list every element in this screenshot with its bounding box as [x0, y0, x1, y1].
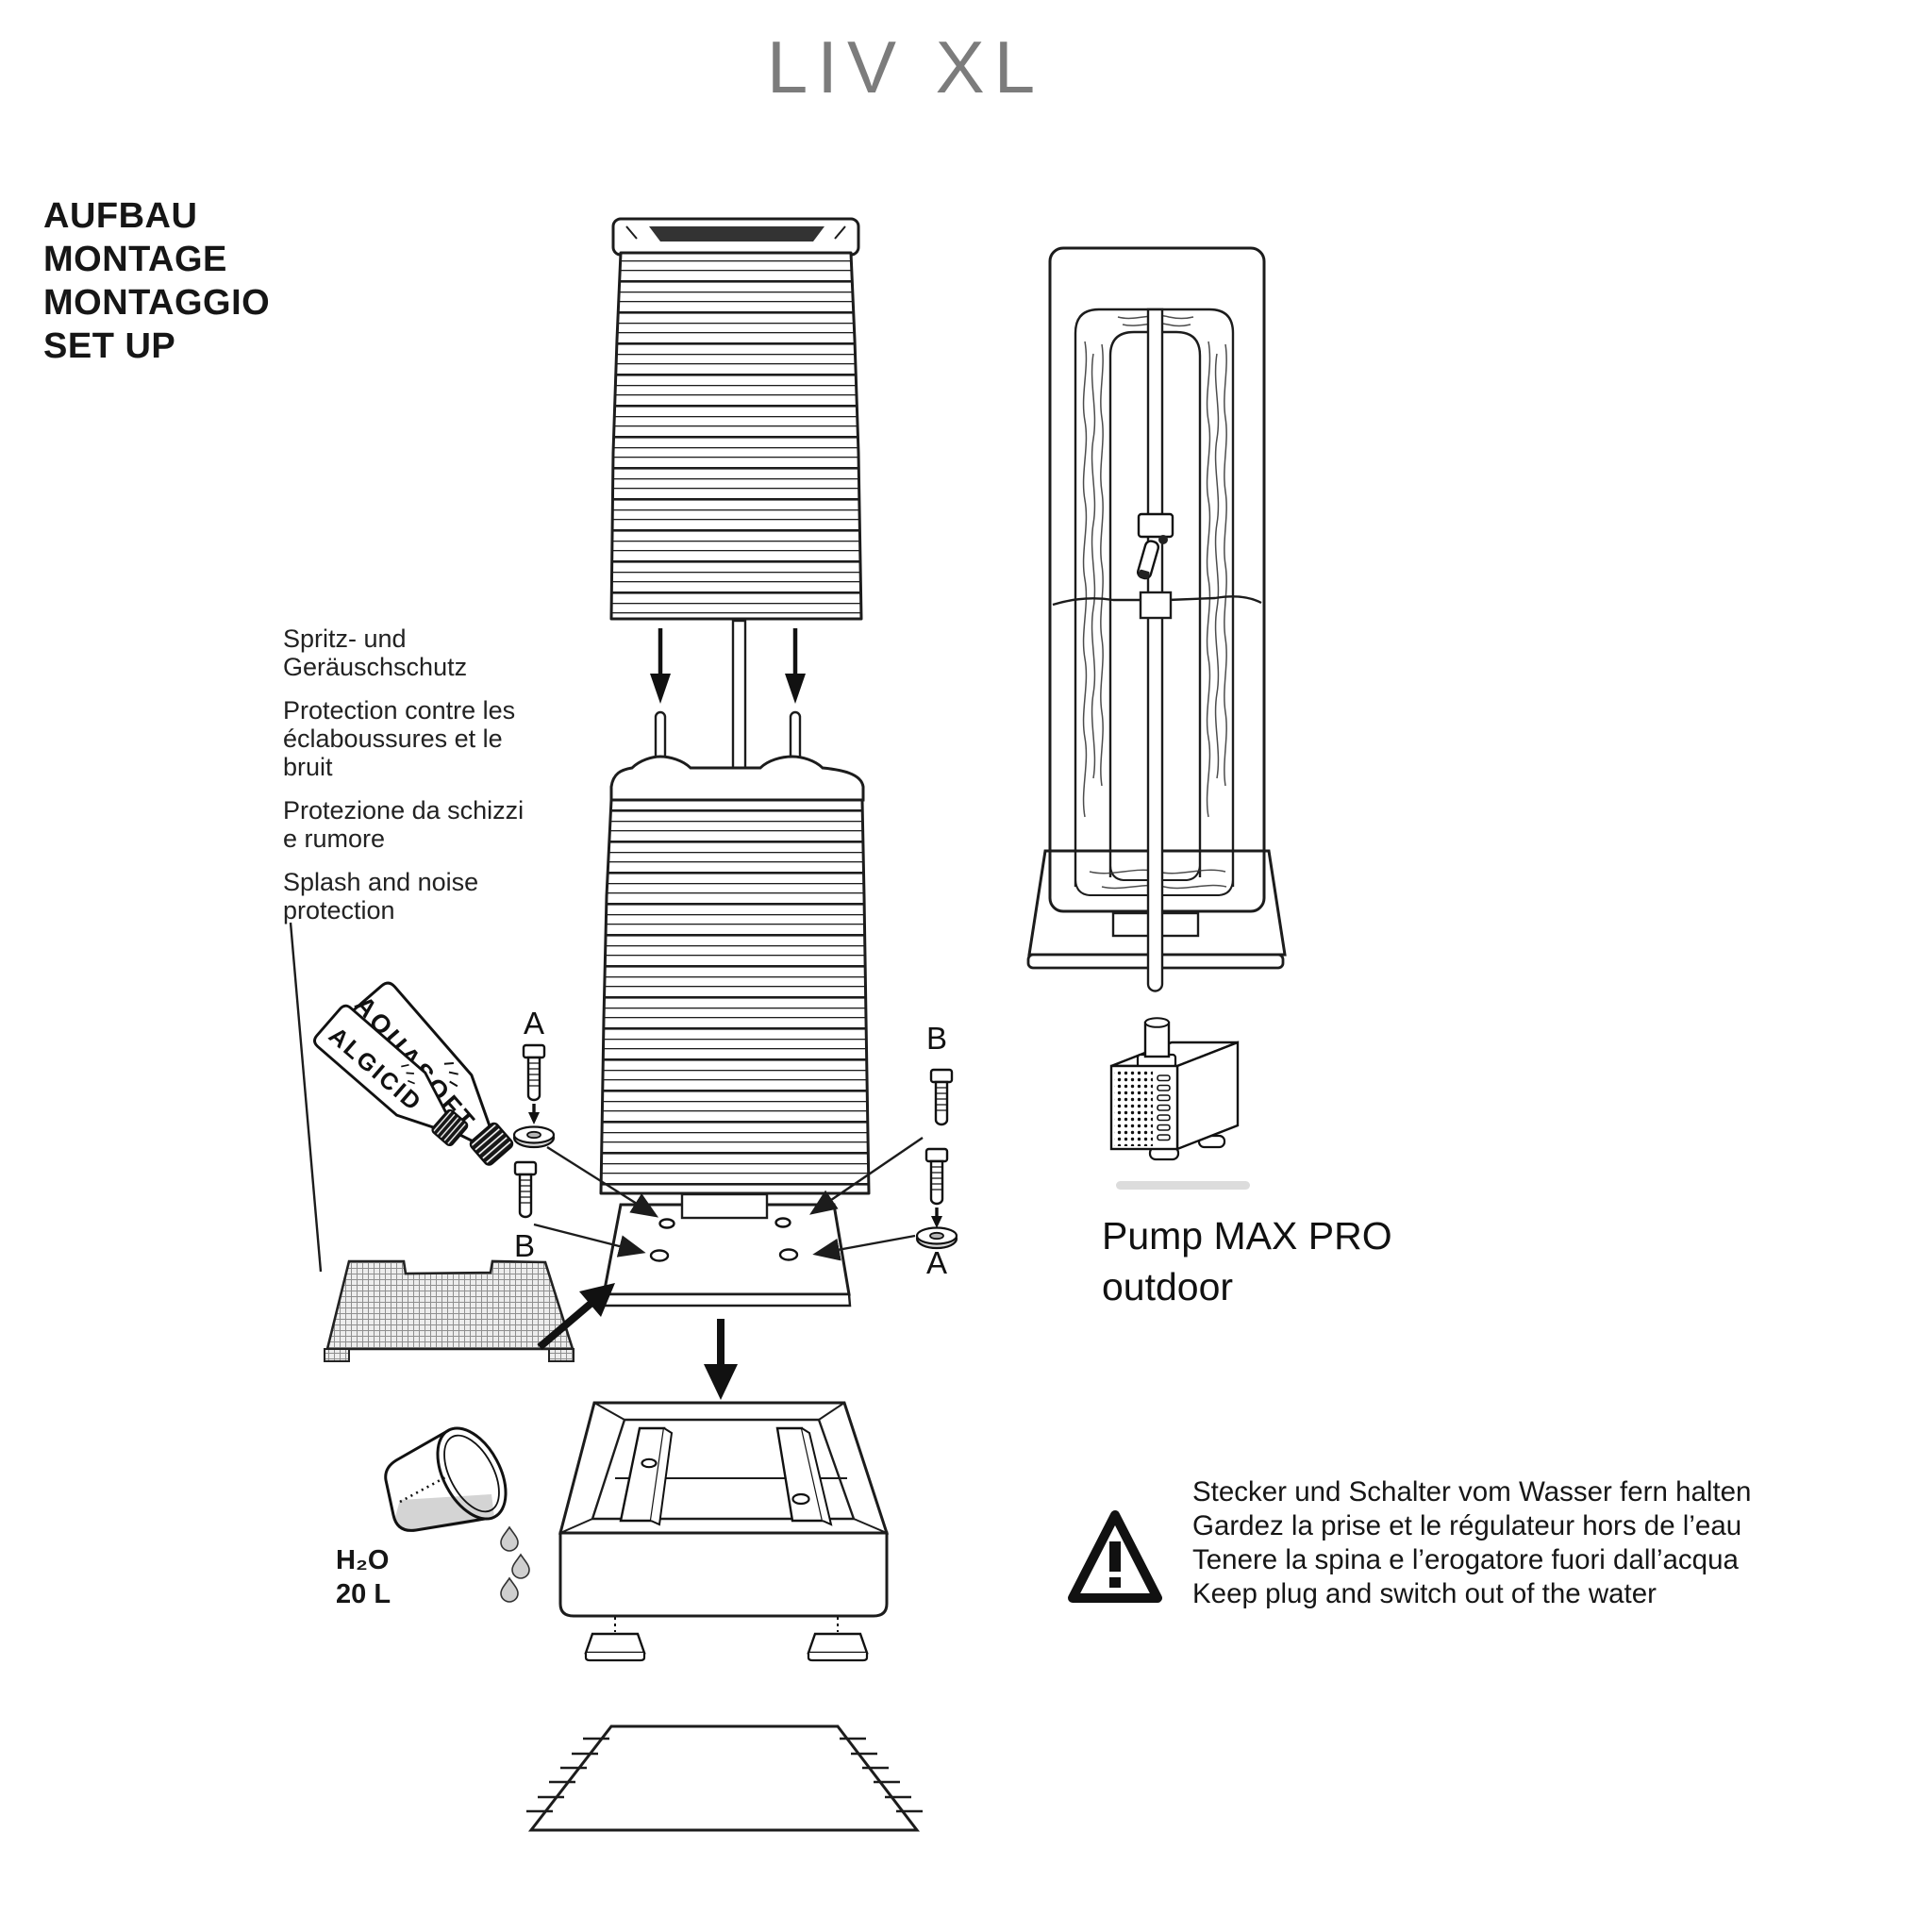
basin-foot-right	[807, 1632, 869, 1662]
heading-it: MONTAGGIO	[43, 283, 271, 323]
warning-triangle-icon	[1068, 1510, 1162, 1603]
pump-shadow	[1116, 1181, 1250, 1190]
washer-a-left	[512, 1125, 556, 1149]
water-volume: 20 L	[336, 1579, 391, 1609]
tower-lower-rim	[609, 755, 865, 802]
flow-valve	[1137, 512, 1174, 580]
warning-text: Stecker und Schalter vom Wasser fern hal…	[1192, 1475, 1751, 1611]
splash-marks	[443, 1061, 458, 1088]
heading-de: AUFBAU	[43, 196, 198, 236]
pump-outlet-opening	[1144, 1017, 1170, 1028]
foot-guide-dashes	[614, 1617, 839, 1632]
washer-arrow-right	[929, 1206, 944, 1230]
base-plate-outlet-cover	[680, 1192, 769, 1220]
pipe-coupler	[1139, 591, 1173, 620]
bucket-body	[384, 1428, 486, 1532]
tower-upper-section	[609, 251, 863, 621]
bucket-rim-inner	[443, 1434, 500, 1513]
label-b-left: B	[514, 1228, 535, 1263]
splash-protection-mat	[289, 922, 615, 1362]
ground-tick-marks	[526, 1737, 923, 1813]
water-texture	[1082, 314, 1227, 890]
washer-arrow-left	[526, 1102, 541, 1126]
screw-a-left	[522, 1043, 546, 1102]
water-drop	[511, 1554, 530, 1579]
warning-fr: Gardez la prise et le régulateur hors de…	[1192, 1510, 1742, 1541]
tower-top-opening	[649, 226, 824, 242]
pump-intake-grille	[1114, 1070, 1153, 1146]
mat-placement-arrow	[537, 1283, 615, 1351]
exploded-tower	[599, 217, 871, 1400]
warning-it: Tenere la spina e l’erogatore fuori dall…	[1192, 1544, 1739, 1575]
bottle-cap	[431, 1108, 469, 1147]
fastener-set-left: A B	[512, 1006, 659, 1263]
screw-a-right	[924, 1147, 949, 1206]
heading-fr: MONTAGE	[43, 240, 227, 279]
pump-label-type: outdoor	[1102, 1265, 1234, 1308]
bucket-scale-line	[399, 1474, 448, 1504]
water-bucket	[384, 1426, 530, 1603]
mat-body	[325, 1259, 575, 1351]
heading-en: SET UP	[43, 326, 176, 366]
water-drop	[500, 1577, 519, 1603]
ground-outline	[527, 1724, 921, 1832]
leader-a-left	[546, 1145, 659, 1218]
label-a-left: A	[524, 1006, 544, 1041]
mat-foot-left	[324, 1348, 350, 1362]
assembled-fountain-cross-section	[1026, 246, 1287, 992]
down-arrow-to-basin	[704, 1319, 738, 1400]
assembly-down-arrow-right	[785, 628, 806, 704]
tower-lower-section	[599, 798, 871, 1195]
center-pole	[731, 619, 747, 770]
page-title: LIV XL	[766, 25, 1045, 108]
basin-rail-right	[775, 1426, 833, 1526]
splash-note-de: Spritz- und Geräuschschutz	[283, 625, 468, 681]
screw-b-left	[513, 1160, 538, 1219]
splash-note-fr: Protection contre les éclaboussures et l…	[283, 696, 516, 781]
leader-b-right	[809, 1137, 924, 1215]
leader-a-right	[812, 1234, 916, 1261]
label-b-right: B	[926, 1021, 947, 1056]
warning-de: Stecker und Schalter vom Wasser fern hal…	[1192, 1476, 1752, 1507]
basin-front-face	[558, 1531, 889, 1618]
setup-heading: AUFBAU MONTAGE MONTAGGIO SET UP	[43, 194, 270, 368]
water-fill-label: H₂O 20 L	[336, 1543, 391, 1611]
bottle-cap	[469, 1122, 514, 1166]
pedestal	[1027, 849, 1287, 957]
fastener-set-right: B A	[809, 1021, 958, 1280]
reservoir-waterline-right	[1167, 595, 1262, 605]
ground-sheet	[526, 1724, 923, 1832]
splash-protection-note: Spritz- und Geräuschschutz Protection co…	[283, 625, 530, 940]
mat-foot-right	[548, 1348, 575, 1362]
water-formula: H₂O	[336, 1545, 390, 1575]
riser-pipe	[1146, 308, 1164, 992]
pump-label-name: Pump MAX PRO	[1102, 1214, 1392, 1257]
splash-note-leader-line	[289, 922, 323, 1273]
pump-illustration	[1109, 1017, 1250, 1190]
splash-marks	[401, 1064, 415, 1085]
basin-foot-left	[584, 1632, 646, 1662]
warning-en: Keep plug and switch out of the water	[1192, 1578, 1657, 1609]
leader-b-left	[533, 1223, 646, 1257]
screw-b-right	[929, 1068, 954, 1126]
water-drop	[500, 1526, 519, 1552]
water-basin	[558, 1401, 890, 1662]
label-a-right: A	[926, 1245, 947, 1280]
assembly-down-arrow-left	[650, 628, 671, 704]
reservoir-waterline-left	[1052, 597, 1143, 607]
base-plate-edge	[601, 1292, 852, 1307]
basin-rail-left	[619, 1426, 674, 1526]
basin-corner-lines	[559, 1402, 888, 1534]
pump-vent-slots	[1157, 1074, 1171, 1141]
splash-note-en: Splash and noise protection	[283, 868, 479, 924]
pump-label: Pump MAX PRO outdoor	[1102, 1210, 1392, 1312]
splash-note-it: Protezione da schizzi e rumore	[283, 796, 525, 853]
cap-corner-lines	[625, 225, 846, 240]
base-plate-holes	[649, 1217, 799, 1262]
bucket-rim-outer	[436, 1426, 508, 1521]
